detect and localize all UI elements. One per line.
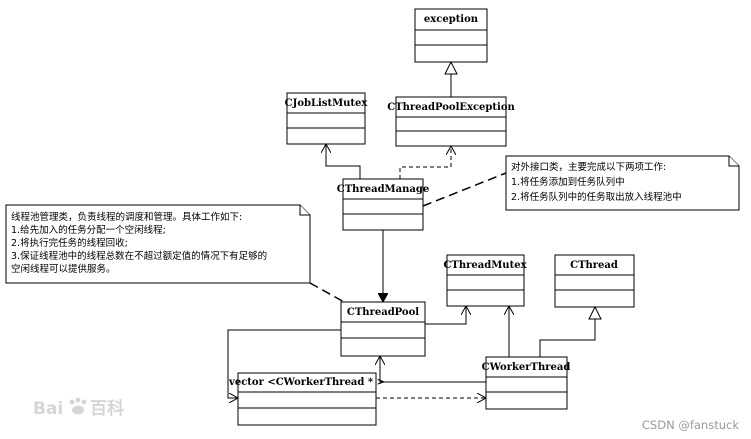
- edge-worker-thread: [539, 319, 596, 357]
- note-pool-line-2: 2.将执行完任务的线程回收;: [11, 237, 128, 249]
- note-manage-line-1: 1.将任务添加到任务队列中: [511, 176, 625, 188]
- class-cworkerthread[interactable]: CWorkerThread: [482, 356, 571, 410]
- note-pool-line-3: 3.保证线程池中的线程总数在不超过额定值的情况下有足够的: [11, 250, 267, 262]
- inheritance-triangle-exception: [444, 60, 458, 75]
- note-cthreadmanage: 对外接口类，主要完成以下两项工作: 1.将任务添加到任务队列中 2.将任务队列中…: [505, 155, 740, 211]
- class-exception[interactable]: exception: [414, 8, 488, 63]
- class-vector-name: vector <CWorkerThread * >: [228, 377, 385, 388]
- class-cthread[interactable]: CThread: [554, 254, 635, 308]
- class-cjoblistmutex[interactable]: CJobListMutex: [285, 92, 369, 145]
- class-exception-name: exception: [424, 14, 479, 25]
- class-cthreadmanage[interactable]: CThreadManage: [337, 178, 429, 231]
- class-cthreadpoolexception-name: CThreadPoolException: [387, 102, 515, 113]
- note-pool-line-1: 1.给先加入的任务分配一个空闲线程;: [11, 224, 166, 236]
- baidu-watermark-tail: 百科: [90, 398, 124, 419]
- edge-worker-pool: [380, 356, 488, 383]
- csdn-watermark: CSDN @fanstuck: [642, 418, 739, 432]
- class-cthreadpool-name: CThreadPool: [347, 307, 419, 318]
- note-pool-line-0: 线程池管理类，负责线程的调度和管理。具体工作如下:: [11, 211, 242, 223]
- note-manage-line-2: 2.将任务队列中的任务取出放入线程池中: [511, 191, 682, 203]
- baidu-watermark-text: Bai: [33, 399, 63, 419]
- class-vector-cworkerthread[interactable]: vector <CWorkerThread * >: [228, 372, 385, 426]
- class-cworkerthread-name: CWorkerThread: [482, 362, 571, 373]
- class-cjoblistmutex-name: CJobListMutex: [285, 98, 369, 109]
- edge-manage-poolexception: [399, 146, 451, 179]
- class-cthread-name: CThread: [570, 260, 618, 271]
- paw-icon: [69, 397, 87, 415]
- note-manage-line-0: 对外接口类，主要完成以下两项工作:: [511, 161, 666, 173]
- class-cthreadpoolexception[interactable]: CThreadPoolException: [387, 96, 515, 147]
- inheritance-triangle-cthread: [588, 305, 602, 320]
- class-cthreadmanage-name: CThreadManage: [337, 184, 429, 195]
- edge-pool-vector: [227, 329, 341, 398]
- class-cthreadmutex-name: CThreadMutex: [443, 260, 527, 271]
- baidu-watermark: Bai 百科: [33, 397, 124, 419]
- note-pool-line-4: 空闲线程可以提供服务。: [11, 263, 116, 275]
- class-cthreadpool[interactable]: CThreadPool: [340, 301, 426, 357]
- note-anchor-pool: [309, 282, 347, 304]
- note-anchor-manage: [422, 172, 507, 207]
- note-cthreadpool: 线程池管理类，负责线程的调度和管理。具体工作如下: 1.给先加入的任务分配一个空…: [5, 204, 311, 284]
- edge-manage-joblistmutex: [326, 144, 361, 179]
- class-cthreadmutex[interactable]: CThreadMutex: [443, 254, 528, 307]
- edge-pool-threadmutex: [425, 306, 466, 325]
